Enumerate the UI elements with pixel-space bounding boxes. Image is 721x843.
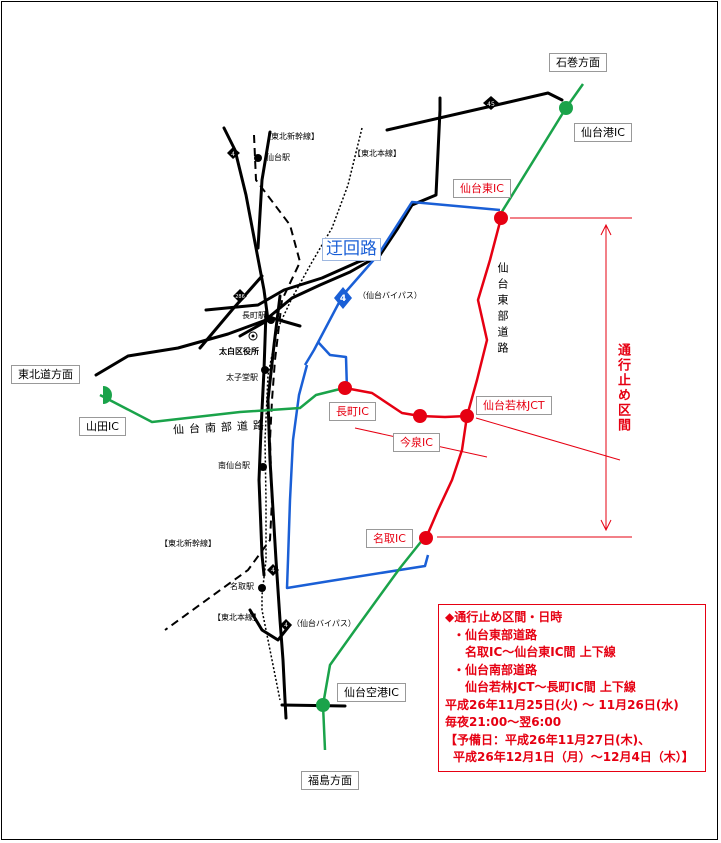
route-4-north [222, 126, 270, 322]
minami-sendai-station-marker [259, 463, 267, 471]
info-reserve1: 【予備日：平成26年11月27日(木)、 [445, 732, 651, 747]
south-road-west [99, 386, 346, 424]
sendai-station-marker [254, 154, 262, 162]
sendai-port-ic-marker [559, 101, 573, 115]
svg-text:286: 286 [235, 294, 245, 300]
sanriku-exp-2 [496, 107, 568, 219]
shinkansen-label-bottom: 【東北新幹線】 [160, 539, 216, 548]
shinkansen-line [164, 134, 302, 631]
route4-shield-bypass2: 4 [280, 619, 292, 631]
sendai-port-ic-label: 仙台港IC [574, 123, 632, 142]
road-north-vertical [261, 96, 442, 324]
closed-east-road [424, 217, 503, 539]
svg-text:4: 4 [271, 567, 275, 574]
route286-shield: 286 [233, 289, 247, 303]
natori-station-marker [258, 584, 266, 592]
info-item1-detail: 名取IC～仙台東IC間 上下線 [465, 645, 616, 659]
detour-route [285, 200, 501, 590]
info-time: 毎夜21:00～翌6:00 [445, 715, 562, 729]
airport-road [321, 537, 425, 751]
general-roads [94, 91, 564, 720]
east-road-label: 仙台東部道路 [496, 262, 509, 358]
info-item2: ・仙台南部道路 [453, 662, 538, 677]
nagamachi-ic-marker [338, 381, 352, 395]
route4-shield-north: 4 [227, 147, 240, 159]
road-west [94, 318, 268, 377]
info-item1: ・仙台東部道路 [453, 627, 538, 642]
wakabayashi-jct-marker [460, 409, 474, 423]
natori-ic-label: 名取IC [366, 529, 413, 548]
natori-station-label: 名取駅 [230, 582, 254, 591]
svg-text:4: 4 [284, 622, 288, 629]
honsen-label-bottom: 【東北本線】 [213, 613, 261, 622]
info-item2-detail: 仙台若林JCT～長町IC間 上下線 [465, 680, 636, 694]
road-nw [256, 130, 272, 250]
info-heading: ◆通行止め区間・日時 [445, 610, 563, 624]
route-45-road [385, 91, 564, 132]
bypass-label-upper: （仙台バイパス） [358, 291, 422, 300]
road-west2 [198, 274, 264, 350]
svg-text:4: 4 [231, 151, 235, 158]
closed-section-label: 通行止め区間 [615, 343, 630, 433]
taishido-station-label: 太子堂駅 [226, 373, 258, 382]
sendai-east-ic-marker [494, 211, 508, 225]
route4-shield-south: 4 [267, 564, 279, 576]
bypass-label-lower: （仙台バイパス） [292, 619, 356, 628]
closed-south-road [344, 386, 468, 419]
road-south-east [248, 608, 292, 642]
wakabayashi-jct-label: 仙台若林JCT [476, 396, 552, 415]
closed-roads [344, 217, 503, 539]
taishido-station-marker [261, 366, 269, 374]
ward-office-label: 太白区役所 [219, 347, 259, 356]
info-dates: 平成26年11月25日(火) ～ 11月26日(水) [445, 697, 679, 712]
imaizumi-ic-label: 今泉IC [393, 433, 440, 452]
route-shields: 4 4 4 4 45 286 [227, 96, 499, 631]
closure-info-box: ◆通行止め区間・日時 ・仙台東部道路 名取IC～仙台東IC間 上下線 ・仙台南部… [438, 604, 706, 772]
route-286 [204, 253, 382, 312]
airport-ic-marker [316, 698, 330, 712]
yamada-ic-label: 山田IC [79, 417, 126, 436]
honsen-label-top: 【東北本線】 [353, 149, 401, 158]
fukushima-direction: 福島方面 [301, 771, 359, 790]
road-airport [280, 703, 347, 708]
route45-shield: 45 [483, 96, 499, 110]
sendai-station-label: 仙台駅 [266, 153, 290, 162]
detour-bypass [317, 341, 349, 391]
route-4-south [266, 294, 288, 720]
imaizumi-ic-marker [413, 409, 427, 423]
detour-label: 迂回路 [322, 238, 381, 261]
svg-text:4: 4 [340, 294, 346, 304]
station-road [257, 310, 268, 577]
natori-ic-marker [419, 531, 433, 545]
svg-text:45: 45 [487, 101, 495, 108]
nagamachi-station-label: 長町駅 [242, 311, 266, 320]
station-markers [254, 154, 275, 592]
airport-ic-label: 仙台空港IC [337, 683, 406, 702]
info-reserve2: 平成26年12月1日（月）～12月4日（木）】 [453, 750, 694, 764]
expressways [99, 83, 585, 751]
nagamachi-ic-label: 長町IC [329, 402, 376, 421]
detour-east [303, 200, 501, 366]
yamada-ic-marker [103, 386, 112, 404]
tohoku-exp-direction: 東北道方面 [11, 365, 80, 384]
route4-shield-bypass: 4 [334, 287, 352, 309]
nagamachi-station-marker [267, 316, 275, 324]
minami-sendai-station-label: 南仙台駅 [218, 461, 250, 470]
shinkansen-label-top: 【東北新幹線】 [263, 132, 319, 141]
detour-south [285, 364, 430, 590]
sendai-east-ic-label: 仙台東IC [453, 179, 511, 198]
ishinomaki-direction: 石巻方面 [549, 53, 607, 72]
